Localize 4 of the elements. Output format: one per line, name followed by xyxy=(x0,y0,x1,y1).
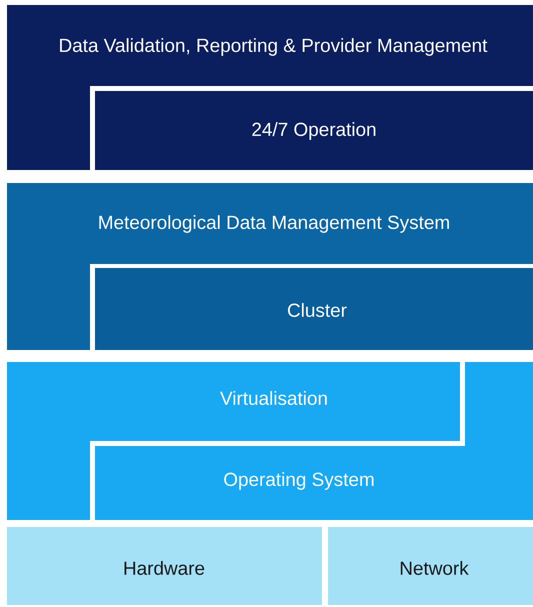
layer-block: Network xyxy=(328,527,533,605)
layer-block: Hardware xyxy=(7,527,322,605)
layer-block: Cluster xyxy=(95,268,533,350)
layer-block: 24/7 Operation xyxy=(95,91,533,170)
